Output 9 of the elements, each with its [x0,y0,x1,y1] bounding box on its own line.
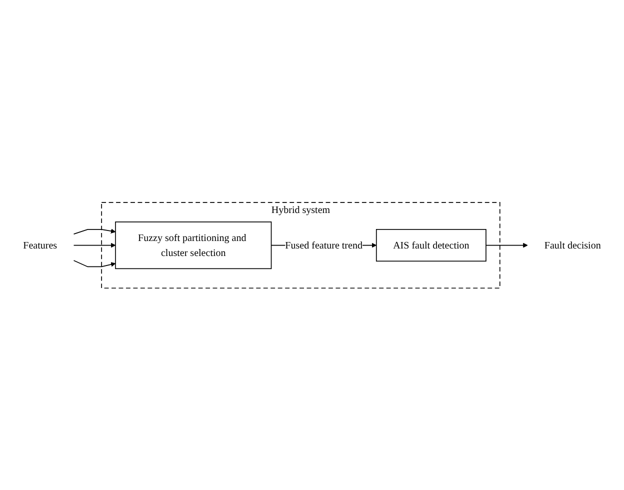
node-text: Fault decision [544,239,601,250]
node-text: Features [23,239,58,250]
arrow [486,242,528,248]
node-box: Fuzzy soft partitioning and cluster selection [115,221,272,269]
edge-label: Fused feature trend [285,239,362,250]
arrow [73,260,116,267]
node-box: AIS fault detection [376,228,486,262]
arrow [73,242,116,248]
arrow [73,228,116,234]
